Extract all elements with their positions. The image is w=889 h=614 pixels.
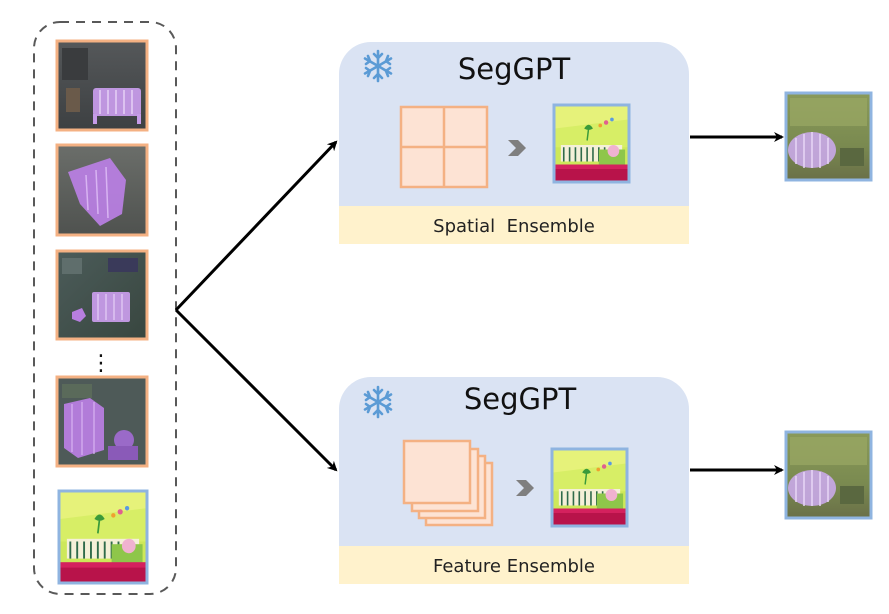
crib-mask	[93, 88, 141, 116]
spatial-ensemble-label: Spatial Ensemble	[433, 216, 595, 237]
prompt-image-1	[55, 39, 149, 132]
feature-ensemble-module: Feature Ensemble SegGPT	[339, 377, 689, 584]
module-footer	[339, 546, 689, 584]
module-title: SegGPT	[464, 382, 577, 416]
feature-output-image	[784, 430, 873, 520]
crib-mask	[92, 292, 130, 322]
spatial-grid-icon	[399, 105, 489, 189]
module-target-image	[552, 103, 631, 184]
query-image	[57, 489, 149, 585]
chevron-right-icon	[508, 140, 526, 156]
feature-stack-icon	[402, 439, 494, 527]
spatial-output-image	[784, 91, 873, 182]
arrow-to-spatial	[174, 140, 338, 312]
spatial-ensemble-module: Spatial Ensemble SegGPT	[339, 42, 689, 244]
module-target-image	[550, 447, 629, 528]
snowflake-icon	[363, 385, 393, 419]
arrow-to-feature	[174, 308, 338, 472]
module-title: SegGPT	[458, 52, 571, 86]
prompt-image-4	[55, 375, 149, 468]
prompt-image-2	[55, 143, 149, 237]
ellipsis: ⋮	[90, 351, 112, 376]
snowflake-icon	[363, 49, 393, 83]
crib-mask	[64, 398, 104, 458]
module-footer	[339, 206, 689, 244]
prompt-image-3	[55, 249, 149, 341]
feature-ensemble-label: Feature Ensemble	[433, 556, 595, 577]
chevron-right-icon	[516, 480, 534, 496]
